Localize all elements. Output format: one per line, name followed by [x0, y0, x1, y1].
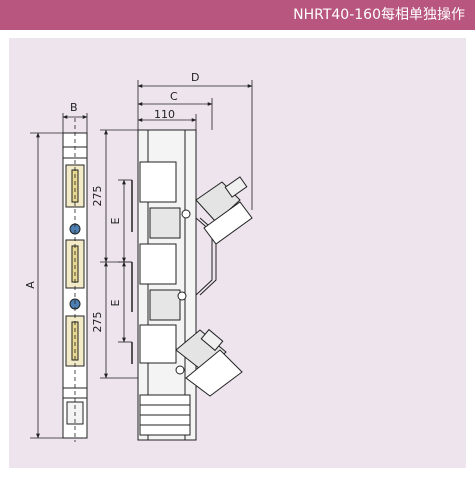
dimension-110	[137, 114, 197, 130]
dimension-275-lower	[100, 261, 138, 379]
dimension-e-upper-label: E	[109, 217, 122, 224]
operating-rod	[195, 217, 213, 296]
fuse-block-3	[139, 324, 177, 364]
dimension-b-label: B	[70, 101, 78, 114]
dimension-e-lower	[118, 261, 132, 343]
dimension-275-upper-label: 275	[91, 186, 104, 207]
dimension-e-lower-label: E	[109, 299, 122, 306]
dimension-c	[137, 98, 213, 130]
header-bar: NHRT40-160每相单独操作	[0, 0, 475, 30]
handle-upper	[195, 176, 253, 245]
dimension-b	[62, 113, 88, 133]
handle-lower	[175, 328, 243, 397]
dimension-d-label: D	[191, 71, 199, 84]
header-title: NHRT40-160每相单独操作	[293, 7, 465, 23]
dimension-110-label: 110	[154, 108, 175, 121]
dimension-c-label: C	[170, 90, 178, 103]
dimension-a	[30, 132, 63, 439]
fuse-block-2	[139, 243, 177, 285]
dimension-275-lower-label: 275	[91, 312, 104, 333]
dimension-a-label: A	[24, 281, 37, 289]
side-view	[131, 129, 217, 441]
fuse-block-1	[139, 161, 177, 203]
front-view	[62, 118, 88, 442]
